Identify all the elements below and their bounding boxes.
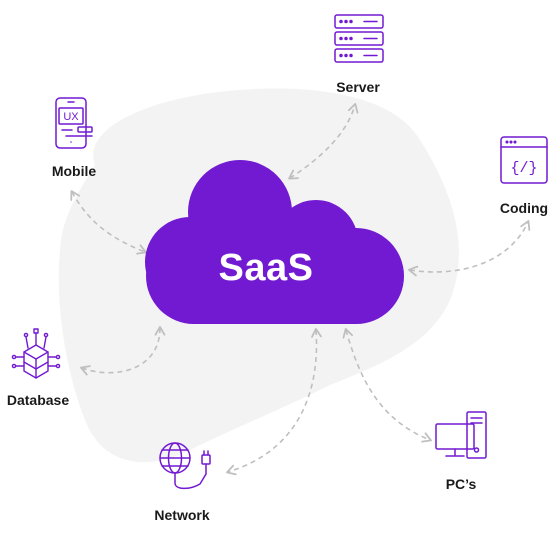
database-label: Database	[6, 392, 70, 408]
connector-database	[80, 325, 166, 376]
mobile-ux-icon	[55, 97, 93, 149]
coding-label: Coding	[499, 200, 549, 216]
connector-mobile	[70, 190, 147, 255]
server-label: Server	[336, 79, 380, 95]
code-window-icon	[500, 136, 548, 184]
saas-label: SaaS	[218, 247, 314, 289]
network-label: Network	[154, 507, 210, 523]
connector-network	[226, 327, 322, 476]
connector-pcs	[342, 328, 432, 443]
connectors	[70, 103, 531, 476]
mobile-label: Mobile	[51, 163, 97, 179]
connector-server	[288, 103, 359, 180]
saas-cloud	[145, 160, 404, 324]
connector-coding	[407, 220, 531, 277]
server-icon	[334, 14, 384, 63]
desktop-pc-icon	[435, 411, 487, 459]
ux-icon-text: UX	[63, 111, 79, 123]
pcs-label: PC’s	[445, 476, 477, 492]
network-globe-icon	[159, 442, 211, 490]
database-icon	[11, 328, 61, 379]
code-brackets-glyph: {/}	[510, 160, 537, 177]
